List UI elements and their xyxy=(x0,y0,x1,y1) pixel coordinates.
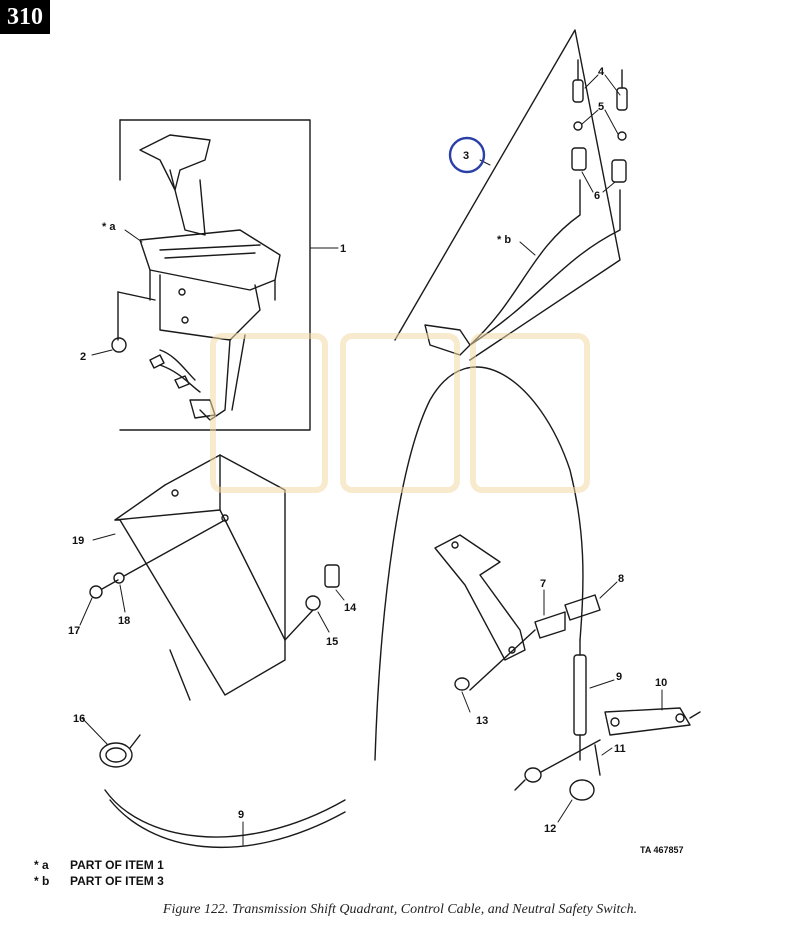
callout-4: 4 xyxy=(598,66,605,78)
callout-5: 5 xyxy=(598,101,604,113)
exploded-parts-diagram: 1 2 * a 3 4 5 6 * b 7 8 9 10 11 12 13 14… xyxy=(68,29,701,855)
callout-18: 18 xyxy=(118,615,130,627)
callout-12: 12 xyxy=(544,823,556,835)
watermark-box-2 xyxy=(340,333,460,493)
callout-15: 15 xyxy=(326,636,338,648)
callout-6: 6 xyxy=(594,190,600,202)
cover-housing xyxy=(114,454,286,701)
neutral-safety-switch xyxy=(424,59,628,356)
legend-notes: * a PART OF ITEM 1 * b PART OF ITEM 3 xyxy=(34,857,164,889)
neutral-safety-switch-frame xyxy=(394,29,621,361)
shift-quadrant-assembly xyxy=(139,134,281,421)
item-13-nut xyxy=(454,677,470,691)
item-3-highlight-circle xyxy=(448,136,486,174)
item-2-fastener xyxy=(111,291,156,353)
bolt-and-washer xyxy=(284,564,340,641)
callout-13: 13 xyxy=(476,715,488,727)
callout-10: 10 xyxy=(655,677,667,689)
note-key-a: * a xyxy=(34,858,49,872)
callout-1: 1 xyxy=(340,243,346,255)
note-text-a: PART OF ITEM 1 xyxy=(70,858,164,872)
callout-9-cable: 9 xyxy=(238,809,244,821)
callout-2: 2 xyxy=(80,351,86,363)
leader-lines xyxy=(79,74,663,846)
callout-14: 14 xyxy=(344,602,357,614)
rod-and-lever xyxy=(514,639,701,801)
callout-16: 16 xyxy=(73,713,85,725)
callout-17: 17 xyxy=(68,625,80,637)
callout-8: 8 xyxy=(618,573,624,585)
screw-and-washer xyxy=(89,519,226,599)
callout-a: * a xyxy=(102,221,116,233)
note-key-b: * b xyxy=(34,874,50,888)
callout-labels: 1 2 * a 3 4 5 6 * b 7 8 9 10 11 12 13 14… xyxy=(68,66,667,835)
figure-caption: Figure 122. Transmission Shift Quadrant,… xyxy=(162,902,638,917)
cable-bracket xyxy=(434,534,601,691)
grommet xyxy=(99,734,141,768)
callout-7: 7 xyxy=(540,578,546,590)
note-row-b: * b PART OF ITEM 3 xyxy=(34,873,164,889)
callout-9-rod: 9 xyxy=(616,671,622,683)
drawing-tag: TA 467857 xyxy=(640,845,684,855)
note-row-a: * a PART OF ITEM 1 xyxy=(34,857,164,873)
note-text-b: PART OF ITEM 3 xyxy=(70,874,164,888)
watermark-box-1 xyxy=(210,333,328,493)
watermark-box-3 xyxy=(470,333,590,493)
callout-19: 19 xyxy=(72,535,84,547)
callout-3: 3 xyxy=(463,150,469,162)
callout-b: * b xyxy=(497,234,511,246)
callout-11: 11 xyxy=(614,743,626,755)
page-number-badge: 310 xyxy=(0,0,50,34)
